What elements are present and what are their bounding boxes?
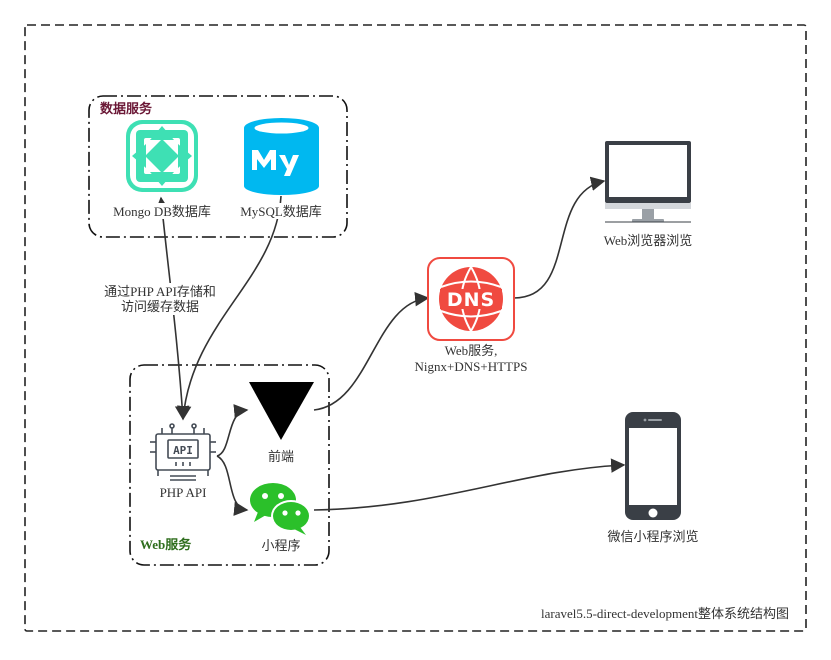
edge-miniprogram-phone bbox=[313, 458, 626, 511]
group-data-services bbox=[88, 95, 348, 238]
node-php-api: API PHP API bbox=[150, 423, 216, 500]
api-chip-icon: API bbox=[150, 423, 216, 481]
node-dns: DNS Web服务, Nignx+DNS+HTTPS bbox=[415, 257, 528, 374]
node-miniprogram: 小程序 bbox=[250, 483, 311, 553]
vue-v-icon bbox=[249, 382, 314, 440]
group-data-services-title: 数据服务 bbox=[100, 101, 153, 116]
node-dns-label-1: Web服务, bbox=[445, 343, 498, 358]
edge-dns-browser bbox=[513, 176, 606, 299]
node-frontend-label: 前端 bbox=[268, 449, 294, 464]
edge-api-frontend bbox=[216, 404, 249, 457]
edge-label-bg bbox=[100, 283, 220, 315]
mongodb-icon bbox=[126, 120, 198, 192]
node-mongodb-label: Mongo DB数据库 bbox=[113, 204, 211, 219]
node-miniprogram-label: 小程序 bbox=[261, 538, 300, 553]
monitor-icon bbox=[605, 141, 691, 223]
dns-icon: DNS bbox=[427, 257, 515, 341]
wechat-icon bbox=[250, 483, 311, 535]
edge-label-line2: 访问缓存数据 bbox=[121, 299, 199, 314]
outer-frame bbox=[24, 24, 807, 632]
edge-api-miniprogram bbox=[216, 455, 249, 516]
node-frontend: 前端 bbox=[249, 382, 314, 464]
edge-mysql-api bbox=[177, 195, 282, 421]
mysql-icon bbox=[244, 118, 319, 195]
svg-text:API: API bbox=[173, 444, 193, 457]
node-wechat-mini-browse: 微信小程序浏览 bbox=[607, 412, 699, 544]
node-wechat-mini-browse-label: 微信小程序浏览 bbox=[607, 529, 698, 544]
edge-frontend-dns bbox=[313, 292, 430, 411]
group-web-services-title: Web服务 bbox=[140, 537, 192, 552]
node-dns-label-2: Nignx+DNS+HTTPS bbox=[415, 359, 528, 374]
group-web-services bbox=[129, 364, 330, 566]
node-mongodb: Mongo DB数据库 bbox=[112, 120, 212, 219]
svg-text:DNS: DNS bbox=[447, 289, 495, 311]
diagram-caption: laravel5.5-direct-development整体系统结构图 bbox=[541, 606, 789, 621]
node-web-browser: Web浏览器浏览 bbox=[604, 141, 693, 248]
node-php-api-label: PHP API bbox=[160, 485, 207, 500]
edge-label-line1: 通过PHP API存储和 bbox=[104, 284, 216, 299]
node-mysql: MySQL数据库 bbox=[240, 118, 324, 219]
smartphone-icon bbox=[625, 412, 681, 520]
node-web-browser-label: Web浏览器浏览 bbox=[604, 233, 693, 248]
node-mysql-label: MySQL数据库 bbox=[240, 204, 322, 219]
